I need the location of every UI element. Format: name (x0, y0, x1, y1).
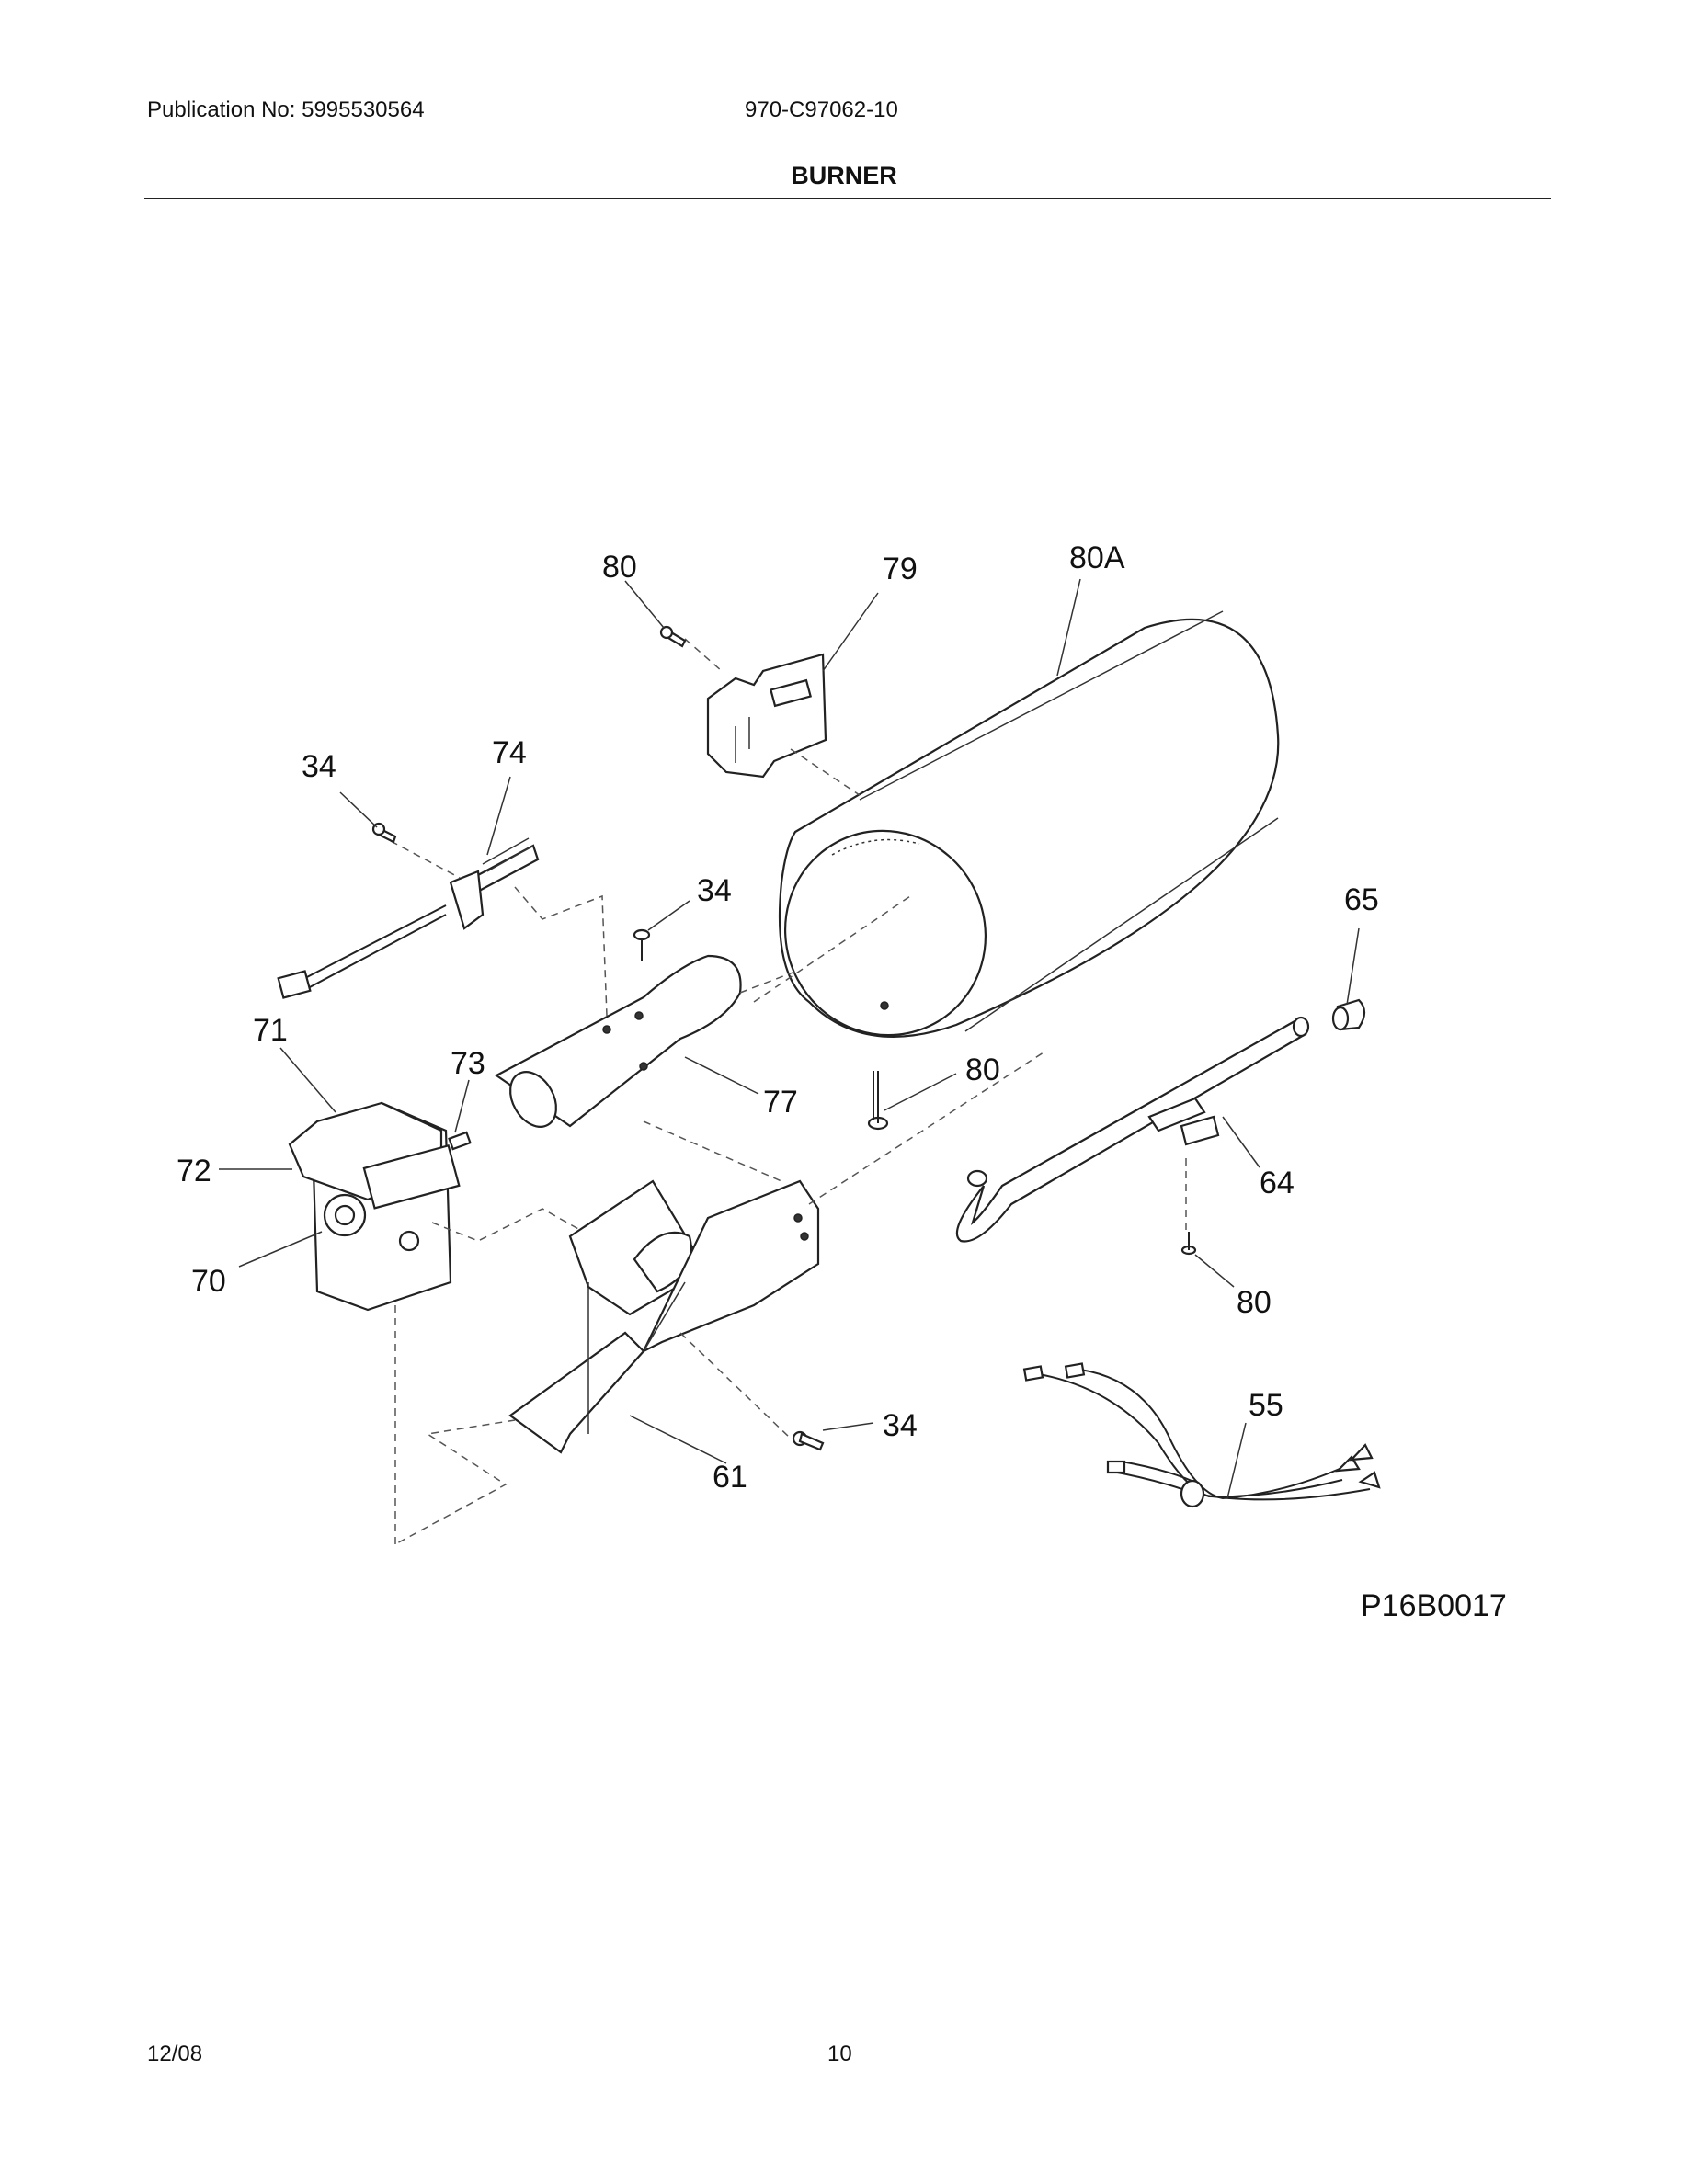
callout-34-middle: 34 (697, 873, 732, 908)
callout-77: 77 (763, 1085, 798, 1120)
part-34-screw-left (371, 822, 397, 844)
callout-79: 79 (883, 552, 918, 586)
footer-date: 12/08 (147, 2042, 203, 2066)
part-80A-combustion-chamber (753, 610, 1280, 1038)
callout-72: 72 (177, 1154, 211, 1189)
part-34-screw-bottom (792, 1430, 825, 1451)
part-74-igniter (277, 837, 608, 1017)
part-55-wire-harness (1022, 1362, 1381, 1508)
callout-80-right: 80 (1237, 1285, 1272, 1320)
callout-64: 64 (1260, 1166, 1295, 1200)
callout-80-middle: 80 (965, 1052, 1000, 1087)
callout-71: 71 (253, 1013, 288, 1048)
callout-61: 61 (713, 1460, 747, 1495)
header-divider (144, 198, 1551, 199)
page-number: 10 (827, 2042, 852, 2066)
part-77-burner-tube (494, 954, 801, 1182)
figure-code: P16B0017 (1361, 1588, 1507, 1623)
part-61-burner-bracket (394, 1052, 1044, 1545)
part-80-screw-right (1180, 1232, 1197, 1256)
callout-34-left: 34 (302, 749, 336, 784)
part-64-manifold-pipe (955, 1016, 1310, 1243)
callout-65: 65 (1344, 882, 1379, 917)
part-79-sensor-bracket (684, 638, 861, 796)
publication-number: Publication No: 5995530564 (147, 97, 425, 122)
leader-lines (219, 578, 1360, 1499)
callout-34-bottom: 34 (883, 1408, 918, 1443)
callout-55: 55 (1249, 1388, 1283, 1423)
callout-74: 74 (492, 735, 527, 770)
callout-80A: 80A (1069, 540, 1125, 575)
part-65-pipe-cap (1331, 998, 1366, 1031)
part-34-screw-middle (633, 928, 651, 961)
part-70-gas-valve (288, 1101, 617, 1544)
part-80-screw-top (659, 625, 687, 648)
callout-73: 73 (451, 1046, 485, 1081)
model-number: 970-C97062-10 (745, 97, 898, 122)
page-title: BURNER (791, 162, 897, 189)
callout-70: 70 (191, 1264, 226, 1299)
callout-80-top: 80 (602, 550, 637, 585)
part-80-screw-middle (867, 1071, 889, 1131)
